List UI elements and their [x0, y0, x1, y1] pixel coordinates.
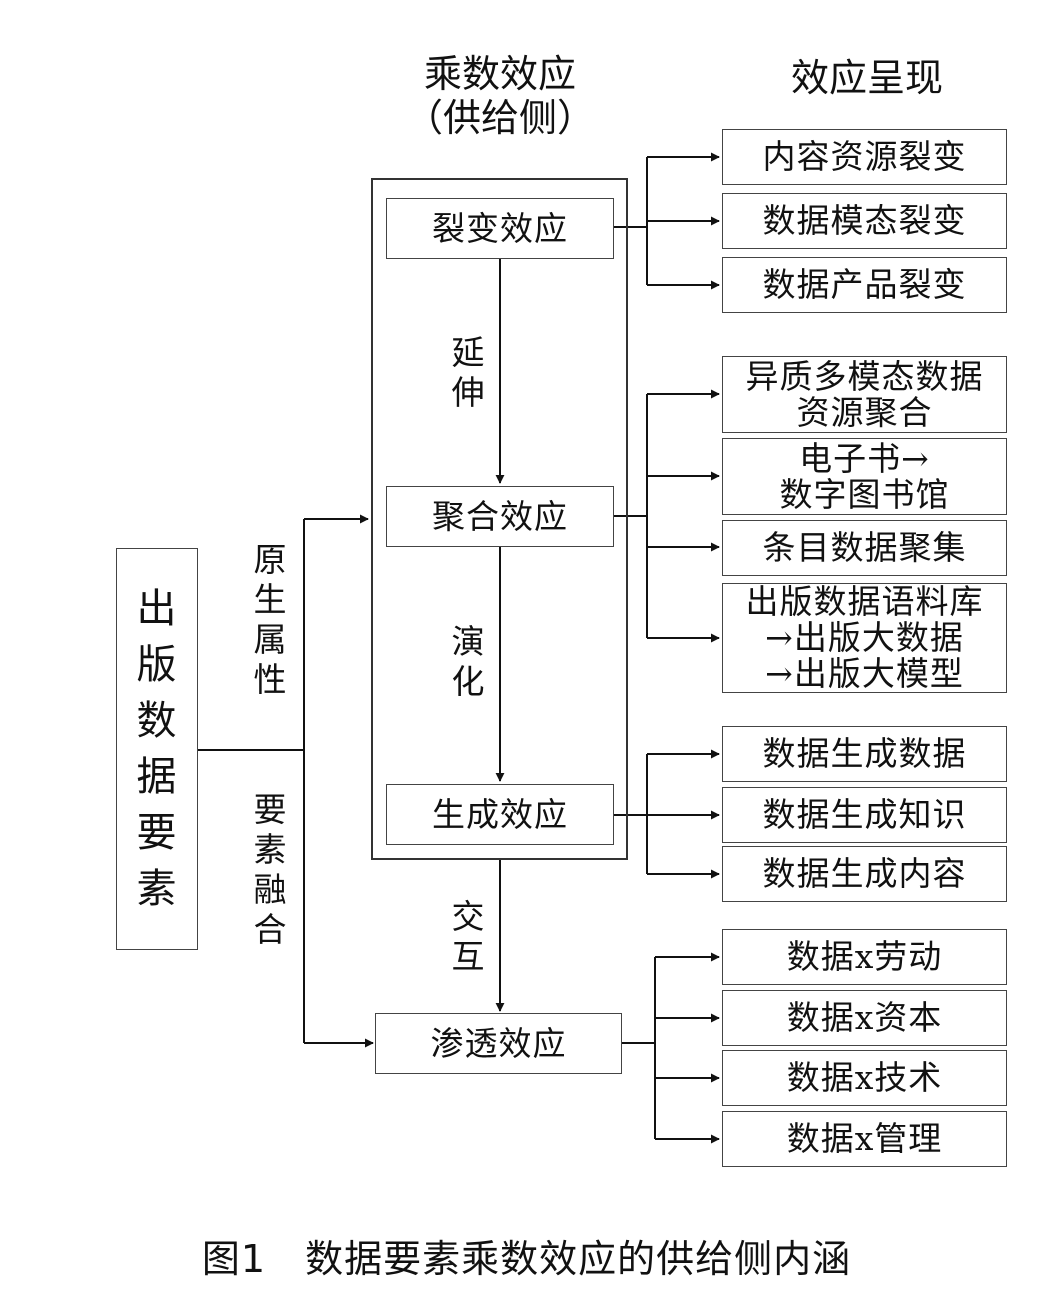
- outcome-line: 数字图书馆: [779, 474, 950, 514]
- label-char: 属: [253, 620, 287, 659]
- outcome-line: →出版大数据: [765, 618, 964, 657]
- element-fusion-label: 要 素 融 合: [250, 790, 290, 950]
- effect-label: 聚合效应: [432, 496, 568, 536]
- outcome-box: 数据x资本: [722, 990, 1007, 1046]
- outcome-box: 数据生成知识: [722, 787, 1007, 843]
- outcome-box: 条目数据聚集: [722, 520, 1007, 576]
- outcome-line: →出版大模型: [765, 654, 964, 693]
- source-char: 版: [136, 642, 178, 688]
- multiplier-effect-header: 乘数效应 （供给侧）: [405, 52, 595, 140]
- outcome-box: 数据生成数据: [722, 726, 1007, 782]
- outcome-box: 数据x管理: [722, 1111, 1007, 1167]
- label-char: 延: [451, 333, 485, 372]
- label-char: 性: [253, 660, 287, 699]
- outcome-line: 数据产品裂变: [762, 265, 967, 304]
- outcome-box: 出版数据语料库 →出版大数据 →出版大模型: [722, 583, 1007, 693]
- native-attribute-label: 原 生 属 性: [250, 540, 290, 700]
- evolve-label: 演 化: [448, 622, 488, 702]
- outcome-line: 数据生成数据: [762, 734, 967, 773]
- outcome-box: 电子书→ 数字图书馆: [722, 438, 1007, 515]
- outcome-box: 数据x劳动: [722, 929, 1007, 985]
- effect-label: 渗透效应: [430, 1023, 567, 1063]
- outcome-box: 数据产品裂变: [722, 257, 1007, 313]
- multiplier-header-subtitle: （供给侧）: [405, 96, 596, 140]
- label-char: 演: [451, 622, 485, 661]
- source-char: 要: [136, 810, 178, 856]
- outcome-line: 条目数据聚集: [762, 528, 967, 567]
- generation-effect-box: 生成效应: [386, 784, 614, 845]
- outcome-line: 资源聚合: [796, 392, 933, 432]
- outcome-box: 内容资源裂变: [722, 129, 1007, 185]
- outcome-line: 数据生成内容: [762, 854, 967, 893]
- effect-label: 裂变效应: [432, 208, 568, 248]
- outcome-line: 电子书→: [799, 438, 930, 478]
- label-char: 素: [253, 830, 287, 869]
- outcome-line: 数据模态裂变: [762, 201, 967, 240]
- label-char: 合: [253, 910, 287, 949]
- fission-effect-box: 裂变效应: [386, 198, 614, 259]
- multiplier-header-title: 乘数效应: [423, 52, 576, 96]
- source-char: 素: [136, 866, 178, 912]
- source-char: 出: [136, 586, 178, 632]
- outcome-line: 数据生成知识: [762, 795, 967, 834]
- outcome-line: 数据x管理: [786, 1119, 943, 1158]
- outcome-box: 数据模态裂变: [722, 193, 1007, 249]
- outcome-box: 异质多模态数据 资源聚合: [722, 356, 1007, 433]
- label-char: 化: [451, 662, 485, 701]
- source-char: 数: [136, 698, 178, 744]
- label-char: 要: [253, 790, 287, 829]
- outcome-box: 数据x技术: [722, 1050, 1007, 1106]
- label-char: 交: [451, 897, 485, 936]
- extend-label: 延 伸: [448, 333, 488, 413]
- figure-caption: 图1 数据要素乘数效应的供给侧内涵: [201, 1237, 852, 1281]
- label-char: 生: [253, 580, 287, 619]
- effect-presentation-header: 效应呈现: [790, 56, 943, 100]
- outcome-line: 数据x劳动: [786, 937, 943, 976]
- label-char: 互: [451, 937, 485, 976]
- outcome-line: 内容资源裂变: [762, 137, 967, 176]
- outcome-line: 数据x资本: [786, 998, 943, 1037]
- source-char: 据: [136, 754, 178, 800]
- outcome-line: 数据x技术: [786, 1058, 943, 1097]
- multiplier-effect-frame: [371, 178, 628, 860]
- label-char: 原: [253, 540, 287, 579]
- outcome-line: 异质多模态数据: [745, 356, 984, 396]
- aggregation-effect-box: 聚合效应: [386, 486, 614, 547]
- outcome-box: 数据生成内容: [722, 846, 1007, 902]
- interact-label: 交 互: [448, 897, 488, 977]
- effect-label: 生成效应: [432, 794, 568, 834]
- label-char: 伸: [451, 373, 485, 412]
- outcome-line: 出版数据语料库: [745, 582, 984, 621]
- penetration-effect-box: 渗透效应: [375, 1013, 622, 1074]
- label-char: 融: [253, 870, 287, 909]
- publishing-data-element-box: 出 版 数 据 要 素: [116, 548, 198, 950]
